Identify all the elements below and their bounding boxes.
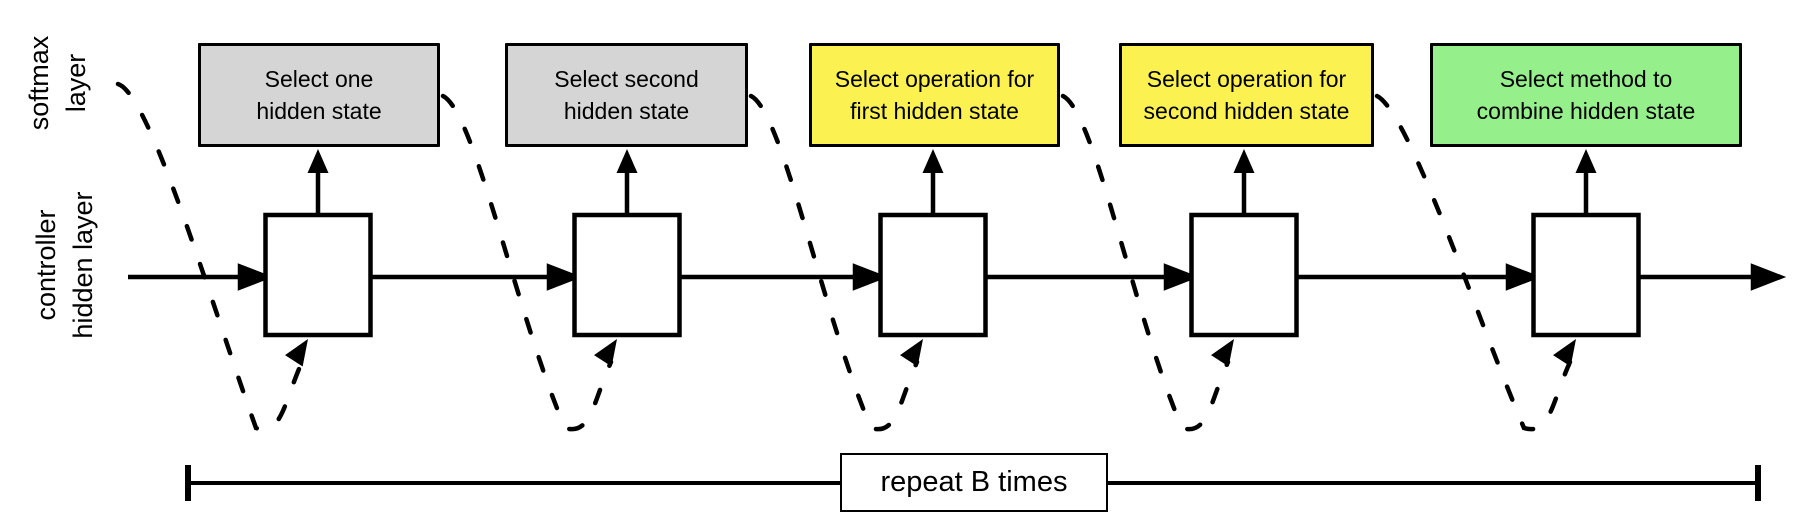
softmax-box-label: Select method to combine hidden state bbox=[1476, 66, 1696, 124]
recurrent-arc-1 bbox=[440, 93, 614, 432]
softmax-box-label: Select operation for second hidden state bbox=[1143, 66, 1350, 124]
recurrent-arc-4 bbox=[1374, 93, 1573, 432]
recurrent-arc-3 bbox=[1060, 93, 1231, 432]
repeat-b-times-box: repeat B times bbox=[840, 453, 1108, 512]
controller-cell-3 bbox=[878, 212, 988, 338]
softmax-box-label: Select operation for first hidden state bbox=[834, 66, 1035, 124]
recurrent-arc-2 bbox=[748, 93, 920, 432]
softmax-box-select-op-first-hidden-state: Select operation for first hidden state bbox=[809, 43, 1060, 147]
softmax-box-select-one-hidden-state: Select one hidden state bbox=[198, 43, 440, 147]
softmax-box-select-combine-method: Select method to combine hidden state bbox=[1430, 43, 1742, 147]
row-label-controller-hidden-layer: controller hidden layer bbox=[31, 191, 98, 339]
recurrent-dashed-arcs bbox=[115, 81, 1573, 432]
recurrent-arc-heads bbox=[285, 339, 1576, 367]
up-arrows bbox=[307, 149, 1597, 215]
softmax-box-select-second-hidden-state: Select second hidden state bbox=[505, 43, 748, 147]
softmax-box-label: Select second hidden state bbox=[554, 66, 699, 124]
softmax-box-select-op-second-hidden-state: Select operation for second hidden state bbox=[1119, 43, 1374, 147]
controller-cell-2 bbox=[572, 212, 682, 338]
softmax-box-label: Select one hidden state bbox=[256, 66, 382, 124]
controller-cell-4 bbox=[1189, 212, 1299, 338]
repeat-b-times-label: repeat B times bbox=[880, 466, 1068, 498]
controller-cell-1 bbox=[263, 212, 373, 338]
recurrent-arc-0 bbox=[115, 81, 305, 432]
controller-cell-5 bbox=[1531, 212, 1641, 338]
